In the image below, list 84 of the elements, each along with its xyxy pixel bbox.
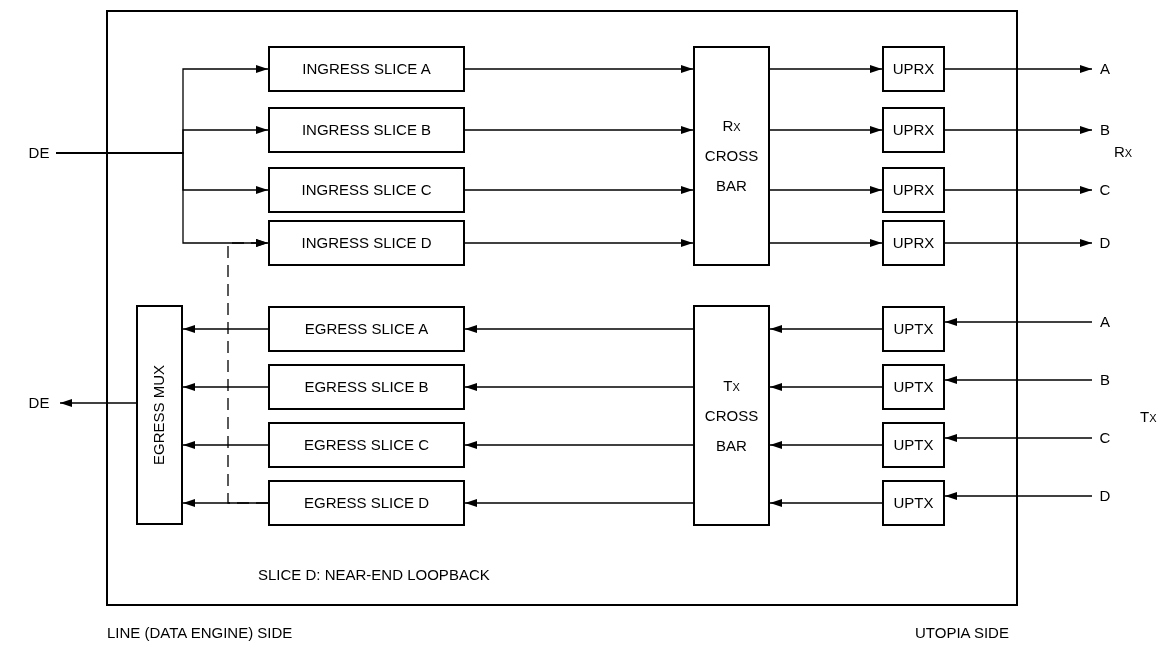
port-label: A [1100,60,1110,78]
block-label: Rx CROSS BAR [703,116,760,196]
crossbar-box [693,305,770,526]
block-box [268,167,465,213]
side-label: Rx [1114,143,1133,161]
arrow [769,65,883,73]
block-label: EGRESS SLICE C [303,436,429,454]
port-label: B [1100,371,1110,389]
arrow [464,65,694,73]
arrow [769,239,883,247]
block-box [882,46,945,92]
block-label: EGRESS SLICE B [304,378,429,396]
arrow [182,325,269,333]
arrow [769,383,883,391]
arrow [464,186,694,194]
arrow [464,325,694,333]
note: SLICE D: NEAR-END LOOPBACK [258,566,490,584]
block-box [268,306,465,352]
arrow [59,399,137,407]
block-label: UPRX [892,181,935,199]
arrow [944,126,1093,134]
arrow [944,318,1093,326]
side-label: LINE (DATA ENGINE) SIDE [107,624,293,642]
arrow [769,499,883,507]
block-label: UPRX [892,234,935,252]
block-label: EGRESS SLICE D [303,494,429,512]
block-box [268,46,465,92]
block-box [882,220,945,266]
port-label: B [1100,121,1110,139]
arrow [464,499,694,507]
block-label: UPTX [893,494,934,512]
arrow [182,383,269,391]
block-label: UPRX [892,60,935,78]
block-label: INGRESS SLICE C [301,181,432,199]
arrow [769,126,883,134]
port-label: DE [28,394,50,412]
arrow [944,492,1093,500]
block-label: UPTX [893,378,934,396]
arrow [769,325,883,333]
block-box [268,107,465,153]
arrow [464,441,694,449]
block-label: EGRESS MUX [150,365,169,465]
block-box [882,306,945,352]
block-label: UPTX [893,436,934,454]
block-label: UPTX [893,320,934,338]
block-label: INGRESS SLICE B [301,121,432,139]
arrow [944,239,1093,247]
arrow [464,383,694,391]
block-label: UPRX [892,121,935,139]
arrow [944,186,1093,194]
mux-box [136,305,183,525]
block-box [882,107,945,153]
chip-outline [106,10,1018,606]
port-label: C [1099,429,1111,447]
block-label: INGRESS SLICE A [302,60,431,78]
port-label: D [1099,487,1111,505]
arrow [464,126,694,134]
port-label: DE [28,144,50,162]
arrow [55,152,269,247]
arrow [182,441,269,449]
block-box [268,220,465,266]
crossbar-box [693,46,770,266]
loopback-arrow [227,239,269,504]
port-label: A [1100,313,1110,331]
port-label: C [1099,181,1111,199]
block-box [882,480,945,526]
side-label: Tx [1140,408,1157,426]
block-box [268,422,465,468]
arrow [769,441,883,449]
block-label: Tx CROSS BAR [703,375,760,456]
block-box [268,364,465,410]
arrow [769,186,883,194]
block-label: EGRESS SLICE A [304,320,429,338]
block-box [882,167,945,213]
arrow [464,239,694,247]
block-label: INGRESS SLICE D [301,234,432,252]
arrow [944,376,1093,384]
block-box [268,480,465,526]
block-box [882,364,945,410]
side-label: UTOPIA SIDE [915,624,1009,642]
port-label: D [1099,234,1111,252]
arrow [944,434,1093,442]
arrow [944,65,1093,73]
block-box [882,422,945,468]
